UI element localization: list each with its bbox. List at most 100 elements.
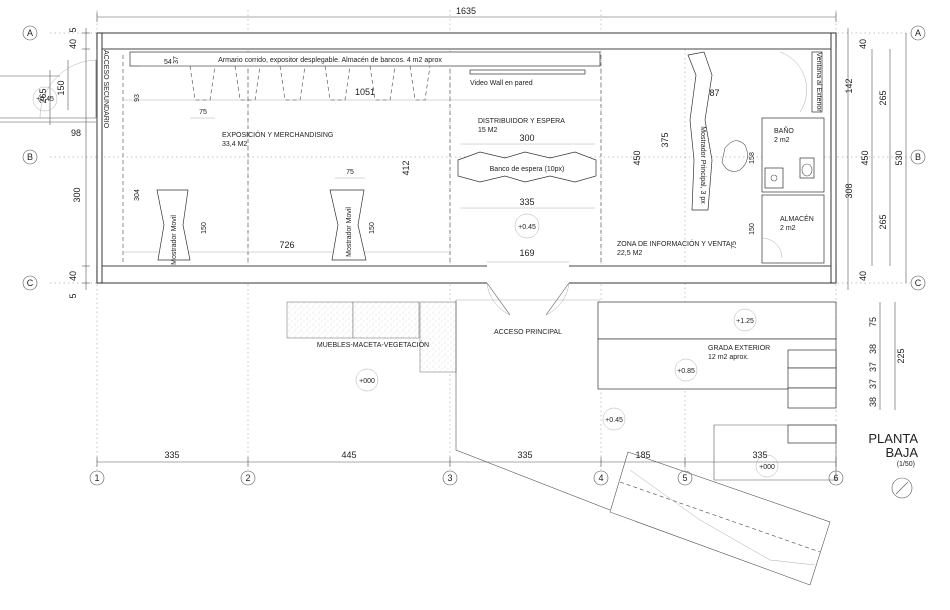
storage-room: ALMACÉN 2 m2 bbox=[761, 194, 825, 264]
svg-text:75: 75 bbox=[731, 241, 738, 249]
svg-text:1: 1 bbox=[94, 473, 99, 483]
svg-text:12 m2 aprox.: 12 m2 aprox. bbox=[708, 354, 749, 361]
grid-bubble-1: 1 bbox=[89, 470, 105, 486]
dim-bottom-1: 335 bbox=[164, 450, 179, 460]
svg-text:335: 335 bbox=[519, 197, 534, 207]
svg-text:+0.85: +0.85 bbox=[677, 368, 695, 375]
svg-text:Mostrador Principal, 3 px: Mostrador Principal, 3 px bbox=[699, 126, 706, 204]
svg-text:75: 75 bbox=[346, 169, 354, 176]
grid-bubble-b-right: B bbox=[910, 149, 926, 165]
svg-text:487: 487 bbox=[704, 88, 719, 98]
svg-text:ACCESO PRINCIPAL: ACCESO PRINCIPAL bbox=[494, 329, 562, 336]
svg-text:33,4 M2: 33,4 M2 bbox=[222, 141, 247, 148]
svg-text:ZONA DE INFORMACIÓN Y VENTA: ZONA DE INFORMACIÓN Y VENTA bbox=[617, 239, 731, 248]
svg-text:150: 150 bbox=[201, 222, 208, 234]
svg-text:142: 142 bbox=[844, 78, 854, 93]
svg-text:169: 169 bbox=[519, 248, 534, 258]
svg-text:54: 54 bbox=[164, 59, 172, 66]
grid-bubble-4: 4 bbox=[593, 470, 609, 486]
svg-text:150: 150 bbox=[56, 80, 66, 95]
svg-text:265: 265 bbox=[878, 90, 888, 105]
svg-text:A: A bbox=[27, 28, 33, 38]
dim-bottom-3: 335 bbox=[517, 450, 532, 460]
title-scale: (1/50) bbox=[897, 461, 915, 468]
svg-text:37: 37 bbox=[173, 56, 180, 64]
exterior-level-1: +000 bbox=[355, 368, 379, 392]
svg-text:265: 265 bbox=[38, 88, 48, 103]
grid-bubble-5: 5 bbox=[677, 470, 693, 486]
dim-grada-chain: 75 38 37 37 38 225 bbox=[868, 302, 906, 410]
main-counter: Mostrador Principal, 3 px 158 bbox=[687, 51, 756, 211]
svg-text:93: 93 bbox=[134, 94, 141, 102]
svg-text:98: 98 bbox=[71, 128, 81, 138]
svg-text:Video Wall en pared: Video Wall en pared bbox=[470, 80, 533, 87]
svg-text:5: 5 bbox=[68, 27, 78, 32]
zone-informacion: ZONA DE INFORMACIÓN Y VENTA 22,5 M2 450 … bbox=[617, 88, 756, 257]
svg-text:375: 375 bbox=[660, 132, 670, 147]
svg-text:2 m2: 2 m2 bbox=[780, 225, 796, 232]
svg-text:300: 300 bbox=[72, 187, 82, 202]
svg-text:BAÑO: BAÑO bbox=[774, 126, 794, 135]
svg-text:+0.45: +0.45 bbox=[518, 224, 536, 231]
svg-text:308: 308 bbox=[844, 183, 854, 198]
dim-total-width: 1635 bbox=[96, 6, 837, 22]
svg-text:5: 5 bbox=[68, 293, 78, 298]
svg-text:Armario corrido, expositor des: Armario corrido, expositor desplegable. … bbox=[218, 57, 442, 64]
svg-text:DISTRIBUIDOR Y ESPERA: DISTRIBUIDOR Y ESPERA bbox=[478, 118, 565, 125]
access-ramp bbox=[609, 451, 831, 586]
svg-text:4: 4 bbox=[598, 473, 603, 483]
grid-bubble-c-left: C bbox=[22, 275, 38, 291]
dim-bottom-4: 185 bbox=[635, 450, 650, 460]
svg-text:225: 225 bbox=[896, 348, 906, 363]
svg-text:40: 40 bbox=[858, 39, 868, 49]
svg-text:5: 5 bbox=[682, 473, 687, 483]
svg-text:450: 450 bbox=[860, 150, 870, 165]
svg-text:412: 412 bbox=[401, 160, 411, 175]
dim-bottom-chain: 335 445 335 185 335 bbox=[96, 450, 837, 467]
svg-text:15 M2: 15 M2 bbox=[478, 127, 498, 134]
svg-text:450: 450 bbox=[632, 150, 642, 165]
svg-text:GRADA EXTERIOR: GRADA EXTERIOR bbox=[708, 345, 770, 352]
svg-text:Mostrador Movil: Mostrador Movil bbox=[171, 215, 178, 265]
svg-text:37: 37 bbox=[868, 379, 878, 389]
svg-text:158: 158 bbox=[749, 152, 756, 164]
entrance-plaza: ACCESO PRINCIPAL +0.45 bbox=[455, 299, 626, 511]
video-wall: Video Wall en pared bbox=[469, 69, 586, 87]
grid-bubble-a-left: A bbox=[22, 25, 38, 41]
svg-text:EXPOSICIÓN Y MERCHANDISING: EXPOSICIÓN Y MERCHANDISING bbox=[222, 130, 333, 139]
svg-text:+0.45: +0.45 bbox=[36, 96, 54, 103]
dim-right-chain: 40 142 308 40 450 265 265 530 bbox=[844, 28, 907, 290]
grid-bubble-a-right: A bbox=[910, 25, 926, 41]
zone-exposicion: EXPOSICIÓN Y MERCHANDISING 33,4 M2 bbox=[222, 130, 333, 148]
north-arrow-icon bbox=[891, 477, 913, 499]
svg-text:22,5 M2: 22,5 M2 bbox=[617, 250, 642, 257]
mobile-counter-1: Mostrador Movil bbox=[156, 189, 191, 265]
grid-bubble-c-right: C bbox=[910, 275, 926, 291]
svg-text:37: 37 bbox=[868, 362, 878, 372]
svg-text:300: 300 bbox=[519, 133, 534, 143]
title-line-2: BAJA bbox=[885, 445, 918, 460]
svg-text:530: 530 bbox=[894, 150, 904, 165]
svg-text:C: C bbox=[27, 278, 34, 288]
svg-text:C: C bbox=[915, 278, 922, 288]
building-shell bbox=[96, 32, 837, 286]
svg-text:75: 75 bbox=[199, 109, 207, 116]
main-entrance-door: 169 bbox=[486, 248, 570, 316]
svg-text:40: 40 bbox=[858, 271, 868, 281]
svg-text:+000: +000 bbox=[359, 378, 375, 385]
mobile-counter-2: Mostrador Movil bbox=[329, 189, 367, 261]
svg-text:+1.25: +1.25 bbox=[736, 318, 754, 325]
drawing-title: PLANTA BAJA (1/50) bbox=[868, 431, 918, 499]
planters: MUEBLES-MACETA-VEGETACIÓN bbox=[286, 301, 457, 373]
svg-text:1635: 1635 bbox=[456, 6, 476, 16]
dim-bottom-2: 445 bbox=[341, 450, 356, 460]
svg-text:Mostrador Movil: Mostrador Movil bbox=[346, 207, 353, 257]
bathroom: BAÑO 2 m2 bbox=[761, 117, 825, 193]
svg-text:+0.45: +0.45 bbox=[605, 417, 623, 424]
svg-text:B: B bbox=[27, 152, 33, 162]
exterior-window: Ventana al Exterior bbox=[779, 51, 823, 113]
svg-text:ALMACÉN: ALMACÉN bbox=[780, 214, 814, 223]
svg-text:B: B bbox=[915, 152, 921, 162]
svg-text:3: 3 bbox=[447, 473, 452, 483]
